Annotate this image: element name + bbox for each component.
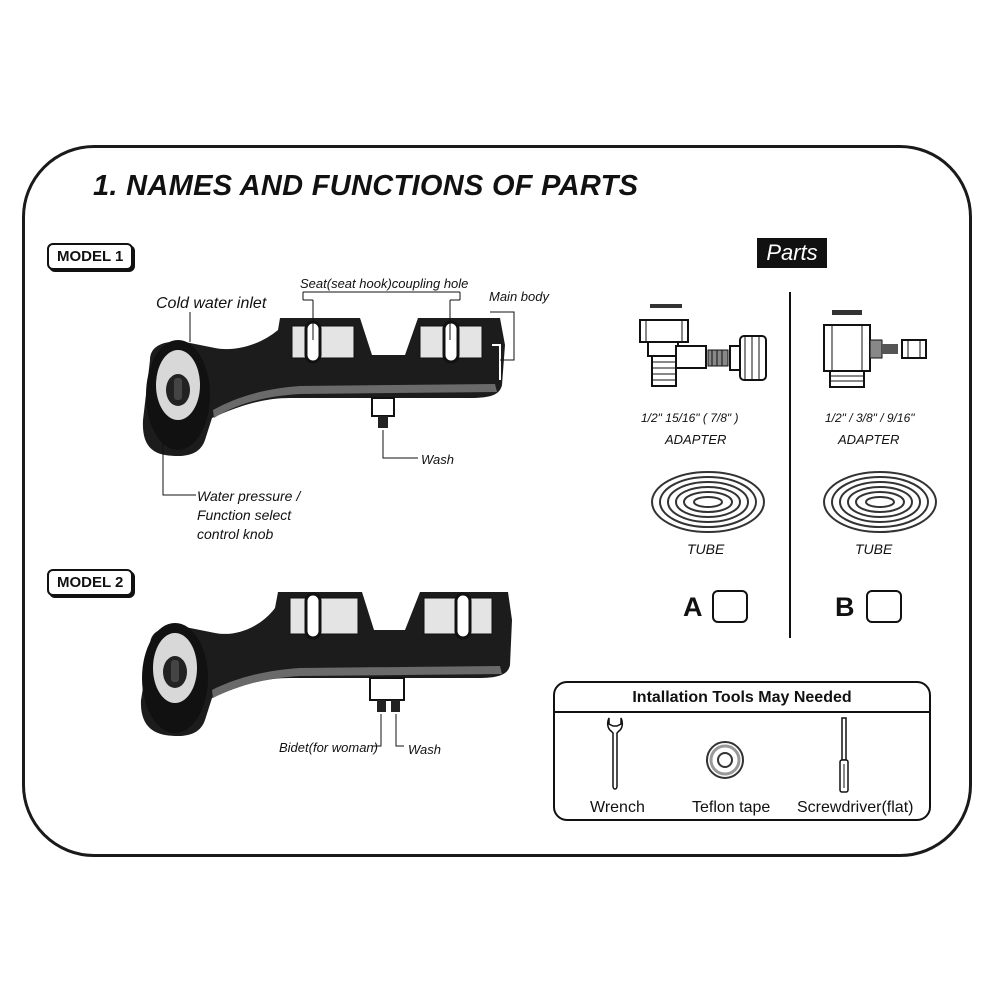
teflon-tape-icon bbox=[706, 741, 744, 779]
model1-badge: MODEL 1 bbox=[47, 243, 134, 270]
tools-title: Intallation Tools May Needed bbox=[632, 689, 852, 706]
knob-label-line2: Function select bbox=[197, 507, 292, 523]
parts-label: Parts bbox=[757, 238, 827, 268]
tube-a-icon bbox=[651, 471, 765, 533]
parts-divider bbox=[789, 292, 791, 638]
adapter-a-sizes: 1/2" 15/16" ( 7/8" ) bbox=[641, 411, 739, 425]
knob-label-line1: Water pressure / bbox=[197, 488, 301, 504]
wash-label-model2: Wash bbox=[408, 742, 441, 757]
tube-b-label: TUBE bbox=[855, 541, 893, 557]
option-a-checkbox[interactable] bbox=[712, 590, 748, 623]
wash-label-model1: Wash bbox=[421, 452, 454, 467]
option-a-letter: A bbox=[683, 592, 703, 622]
knob-label-line3: control knob bbox=[197, 526, 274, 542]
main-body-label: Main body bbox=[489, 289, 549, 304]
option-b-checkbox[interactable] bbox=[866, 590, 902, 623]
screwdriver-label: Screwdriver(flat) bbox=[797, 799, 914, 816]
adapter-a-label: ADAPTER bbox=[665, 432, 727, 447]
diagram-frame bbox=[22, 145, 972, 857]
screwdriver-icon bbox=[839, 717, 849, 793]
model2-badge: MODEL 2 bbox=[47, 569, 134, 596]
tube-a-label: TUBE bbox=[687, 541, 725, 557]
tools-panel: Intallation Tools May Needed bbox=[553, 681, 931, 821]
t-adapter-icon bbox=[639, 304, 767, 387]
adapter-b-sizes: 1/2" / 3/8" / 9/16" bbox=[825, 411, 915, 425]
tube-b-icon bbox=[823, 471, 937, 533]
straight-adapter-icon bbox=[823, 310, 927, 388]
cold-water-inlet-label: Cold water inlet bbox=[156, 295, 267, 312]
wrench-icon bbox=[606, 717, 624, 790]
bidet-model2-illustration bbox=[140, 592, 512, 747]
page-title: 1. NAMES AND FUNCTIONS OF PARTS bbox=[93, 170, 639, 202]
bidet-model1-illustration bbox=[142, 291, 515, 496]
wrench-label: Wrench bbox=[590, 799, 645, 816]
coupling-hole-label: Seat(seat hook)coupling hole bbox=[300, 276, 469, 291]
adapter-b-label: ADAPTER bbox=[838, 432, 900, 447]
bidet-label-model2: Bidet(for woman) bbox=[279, 740, 378, 755]
tools-divider bbox=[555, 711, 929, 713]
option-b-letter: B bbox=[835, 592, 855, 622]
teflon-label: Teflon tape bbox=[692, 799, 771, 816]
